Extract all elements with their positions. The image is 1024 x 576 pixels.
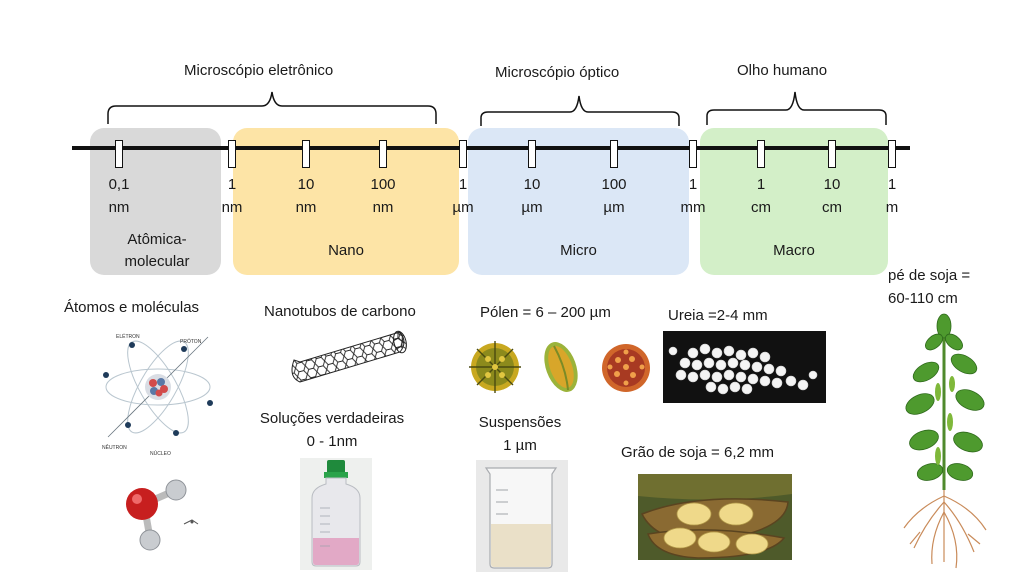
- scale-tick-value: 100: [370, 176, 396, 193]
- region-micro: [468, 128, 689, 275]
- region-label-nano: Nano: [328, 242, 364, 259]
- region-label-macro: Macro: [773, 242, 815, 259]
- soy-plant-title: pé de soja =: [888, 267, 971, 284]
- scale-tick-value: 1: [227, 176, 237, 193]
- scale-tick-unit: cm: [822, 199, 842, 216]
- atom-label-electron: ELÉTRON: [116, 333, 140, 340]
- scale-tick-unit: mm: [680, 199, 706, 216]
- scale-tick: [379, 140, 387, 168]
- soy-grain-title: Grão de soja = 6,2 mm: [621, 444, 774, 461]
- suspension-beaker-image: [476, 460, 568, 572]
- region-atomic: [90, 128, 221, 275]
- atom-label-proton: PRÓTON: [180, 338, 202, 345]
- urea-pellets-image: [663, 331, 826, 403]
- scale-tick-unit: µm: [603, 199, 625, 216]
- scale-tick: [828, 140, 836, 168]
- scale-tick: [610, 140, 618, 168]
- pollen-grain-1: [469, 341, 521, 393]
- scale-tick-value: 1: [458, 176, 468, 193]
- scale-tick: [689, 140, 697, 168]
- scale-tick-value: 10: [297, 176, 315, 193]
- scale-tick: [228, 140, 236, 168]
- nanotube-illustration: [291, 330, 407, 383]
- atom-illustration: ELÉTRON PRÓTON NÊUTRON NÚCLEO: [98, 325, 218, 460]
- scale-tick-value: 1: [756, 176, 766, 193]
- pollen-grain-2: [544, 342, 578, 392]
- scale-tick: [528, 140, 536, 168]
- atom-label-nucleus: NÚCLEO: [150, 450, 171, 457]
- scale-tick-value: 10: [523, 176, 541, 193]
- soy-grain-image: [638, 474, 792, 560]
- atom-label-neutron: NÊUTRON: [102, 443, 127, 451]
- scale-tick-unit: nm: [221, 199, 243, 216]
- scale-tick-unit: nm: [295, 199, 317, 216]
- scale-tick-value: 10: [823, 176, 841, 193]
- suspensions-title: Suspensões: [478, 414, 562, 431]
- pollen-title: Pólen = 6 – 200 µm: [480, 304, 611, 321]
- brace-eye: [706, 91, 887, 125]
- brace-optical: [480, 95, 680, 126]
- region-macro: [700, 128, 888, 275]
- true-solutions-title: Soluções verdadeiras: [259, 410, 405, 427]
- urea-title: Ureia =2-4 mm: [668, 307, 768, 324]
- scale-tick-unit: µm: [452, 199, 474, 216]
- scale-tick-unit: cm: [751, 199, 771, 216]
- scale-axis-line: [72, 146, 910, 150]
- soy-plant-range: 60-110 cm: [888, 290, 958, 307]
- scale-tick: [888, 140, 896, 168]
- water-molecule-illustration: [112, 472, 222, 558]
- region-label-atomic: Atômica- molecular: [124, 231, 190, 270]
- scale-tick-unit: µm: [521, 199, 543, 216]
- soy-plant-image: [903, 313, 987, 569]
- scale-tick: [459, 140, 467, 168]
- instrument-braces: [107, 91, 887, 126]
- scale-tick-unit: m: [885, 199, 899, 216]
- nanotubes-title: Nanotubos de carbono: [264, 303, 416, 320]
- scale-tick: [757, 140, 765, 168]
- instrument-label-eye: Olho humano: [737, 62, 828, 79]
- scale-tick: [115, 140, 123, 168]
- region-nano: [233, 128, 459, 275]
- instrument-label-optical: Microscópio óptico: [495, 64, 620, 81]
- scale-tick-value: 100: [601, 176, 627, 193]
- scale-tick-unit: nm: [108, 199, 130, 216]
- true-solution-bottle-image: [300, 458, 372, 570]
- atoms-title: Átomos e moléculas: [64, 299, 200, 316]
- instrument-label-electron: Microscópio eletrônico: [184, 62, 334, 79]
- scale-tick: [302, 140, 310, 168]
- true-solutions-range: 0 - 1nm: [306, 433, 358, 450]
- scale-tick-value: 0,1: [108, 176, 130, 193]
- region-label-micro: Micro: [560, 242, 597, 259]
- scale-tick-unit: nm: [372, 199, 394, 216]
- suspensions-range: 1 µm: [503, 437, 537, 454]
- scale-tick-value: 1: [887, 176, 897, 193]
- scale-tick-value: 1: [688, 176, 698, 193]
- pollen-grain-3: [602, 344, 650, 392]
- brace-electron: [107, 91, 437, 124]
